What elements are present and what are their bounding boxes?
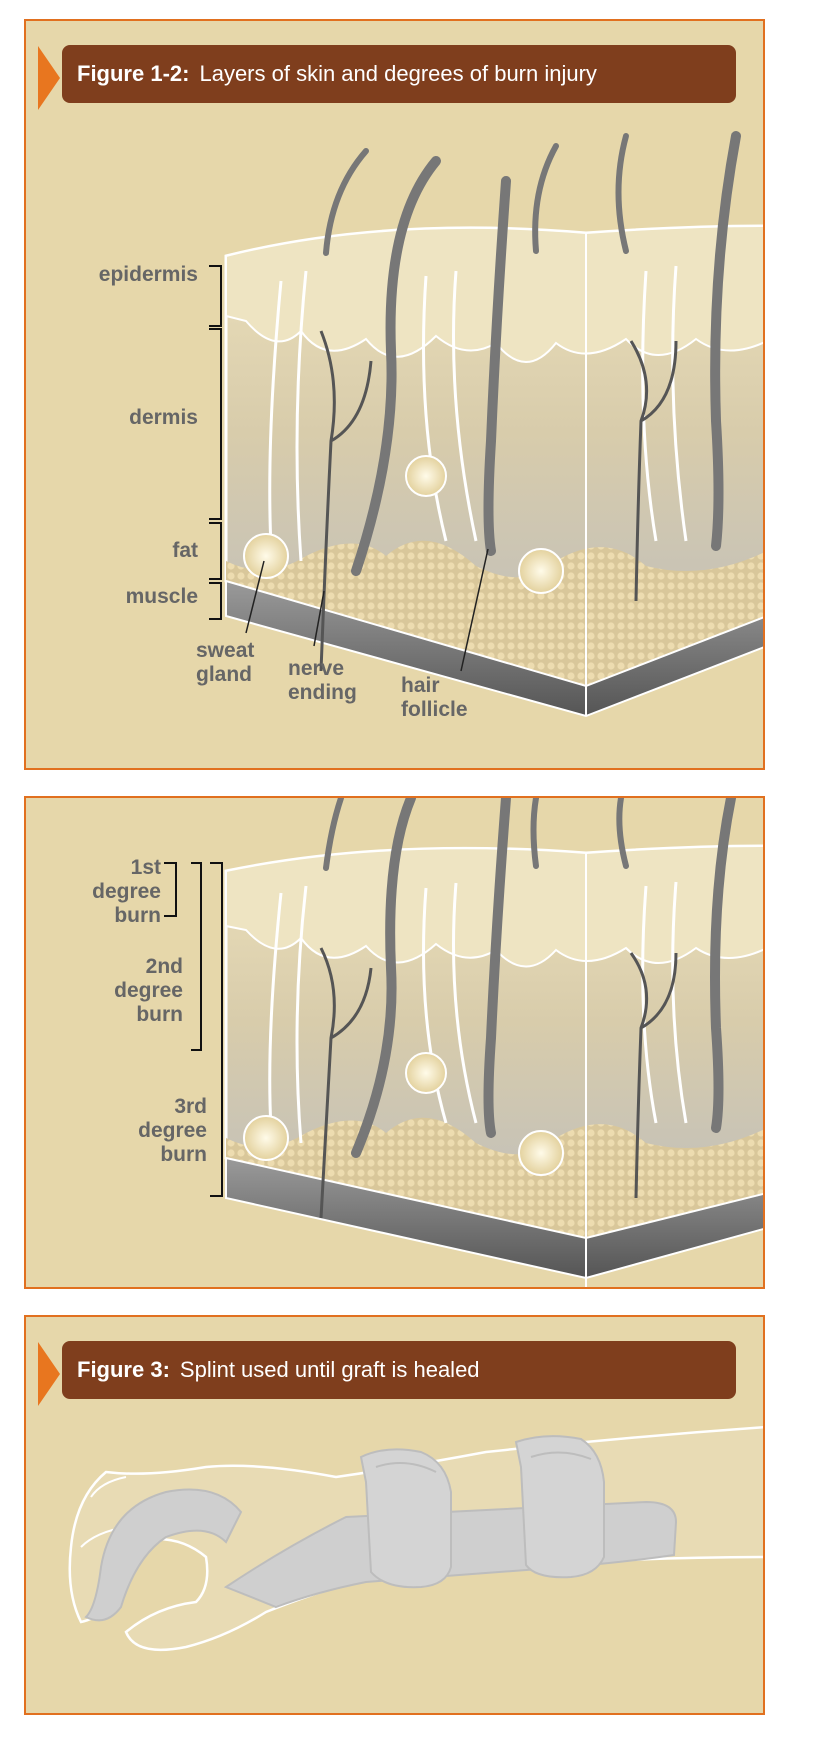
- nerve-ending: [629, 340, 678, 602]
- figure-caption: Splint used until graft is healed: [179, 1357, 480, 1382]
- follicle-outline: [422, 882, 478, 1124]
- sweat-gland: [405, 1052, 447, 1094]
- splint-strap: [359, 1448, 452, 1589]
- sweat-gland: [243, 533, 289, 579]
- sweat-gland: [405, 455, 447, 497]
- hair-shaft: [323, 798, 344, 871]
- figure-3-banner: Figure 3: Splint used until graft is heal…: [62, 1341, 736, 1399]
- label-epidermis: epidermis: [98, 263, 198, 286]
- label-first-degree-burn: 1st degree burn: [92, 856, 161, 927]
- sweat-gland: [518, 548, 564, 594]
- label-muscle: muscle: [125, 585, 198, 608]
- splint-finger-piece: [84, 1488, 243, 1622]
- figure-3-panel: Figure 3: Splint used until graft is heal…: [24, 1315, 765, 1715]
- nerve-ending: [319, 947, 373, 1219]
- label-fat: fat: [172, 539, 198, 562]
- hair-shaft: [351, 156, 441, 576]
- hair-shaft: [483, 798, 511, 1138]
- hair-shaft: [323, 148, 369, 256]
- hair-shaft: [710, 798, 736, 1133]
- figure-number: Figure 3:: [77, 1357, 170, 1382]
- nerve-ending: [319, 330, 373, 672]
- arrow-marker: [38, 46, 60, 110]
- hair-shaft: [710, 131, 741, 551]
- burn-degree-panel: 1st degree burn 2nd degree burn 3rd degr…: [24, 796, 765, 1289]
- sweat-gland: [243, 1115, 289, 1161]
- fat-layer: [226, 540, 763, 686]
- label-sweat-gland: sweat gland: [196, 639, 255, 686]
- hair-shaft: [615, 133, 629, 254]
- arrow-marker: [38, 1342, 60, 1406]
- skin-layers-illustration: [209, 131, 763, 718]
- follicle-outline: [422, 270, 478, 542]
- label-nerve-ending: nerve ending: [288, 657, 357, 704]
- figure-caption: Layers of skin and degrees of burn injur…: [199, 61, 597, 86]
- figure-1-2-banner: Figure 1-2: Layers of skin and degrees of…: [62, 45, 736, 103]
- follicle-outline: [268, 270, 308, 562]
- splint-strap: [514, 1435, 605, 1579]
- follicle-outline: [641, 881, 688, 1124]
- nerve-ending: [629, 952, 678, 1199]
- label-third-degree-burn: 3rd degree burn: [138, 1095, 207, 1166]
- hair-shaft: [530, 798, 539, 869]
- hair-shaft: [351, 798, 416, 1158]
- sweat-gland: [518, 1130, 564, 1176]
- hair-shaft: [616, 798, 629, 869]
- figure-1-2-panel: Figure 1-2: Layers of skin and degrees of…: [24, 19, 765, 770]
- figure-number: Figure 1-2:: [77, 61, 190, 86]
- callout-lines: [245, 548, 489, 672]
- layer-brackets: [209, 265, 222, 620]
- burn-degree-illustration: [164, 798, 763, 1287]
- hair-shaft: [483, 176, 511, 556]
- label-second-degree-burn: 2nd degree burn: [114, 955, 183, 1026]
- hair-shaft: [532, 143, 559, 254]
- label-hair-follicle: hair follicle: [401, 674, 468, 721]
- splint-illustration: [68, 1426, 763, 1652]
- label-dermis: dermis: [129, 406, 198, 429]
- burn-degree-brackets: [164, 862, 223, 1197]
- follicle-outline: [268, 885, 308, 1144]
